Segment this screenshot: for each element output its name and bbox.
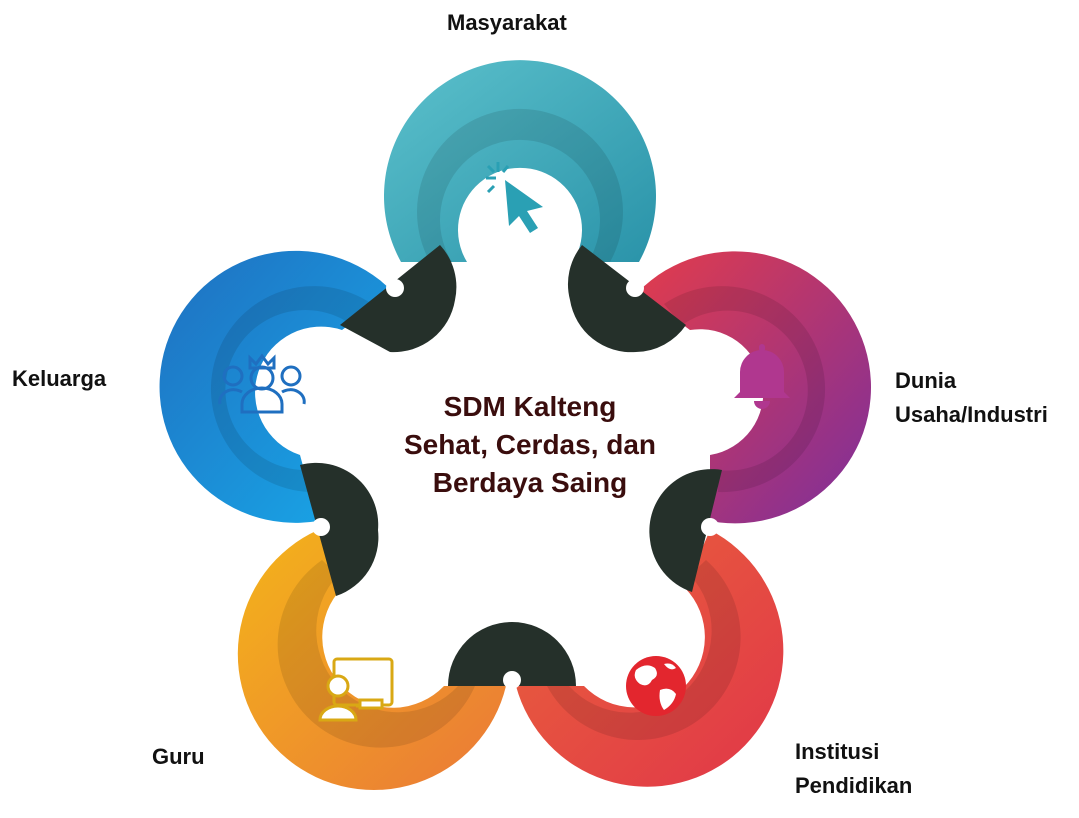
group-people-icon <box>218 353 306 414</box>
petal-dunia-usaha <box>638 251 872 524</box>
label-institusi-line2: Pendidikan <box>795 773 913 798</box>
petal-joints <box>300 245 722 686</box>
label-guru: Guru <box>152 744 205 769</box>
cursor-click-icon <box>486 162 543 233</box>
center-title-line1: SDM Kalteng <box>443 391 617 422</box>
label-dunia-line2: Usaha/Industri <box>895 402 1048 427</box>
petal-masyarakat <box>383 60 657 262</box>
petal-institusi-pendidikan <box>516 530 784 787</box>
globe-icon <box>626 656 686 716</box>
label-dunia-line1: Dunia <box>895 368 957 393</box>
label-masyarakat: Masyarakat <box>447 10 567 35</box>
label-institusi-line1: Institusi <box>795 739 880 764</box>
joint-notches <box>312 279 719 689</box>
presenter-board-icon <box>318 657 394 722</box>
label-dunia-usaha: Dunia Usaha/Industri <box>895 364 1048 432</box>
center-title-line2: Sehat, Cerdas, dan <box>403 429 657 460</box>
center-title-line3: Berdaya Saing <box>432 467 628 498</box>
bell-icon <box>734 344 790 409</box>
petal-guru <box>237 530 506 791</box>
petal-keluarga <box>159 250 393 523</box>
label-institusi-pendidikan: Institusi Pendidikan <box>795 735 912 803</box>
center-title: SDM Kalteng Sehat, Cerdas, dan Berdaya S… <box>320 388 740 502</box>
label-keluarga: Keluarga <box>12 366 107 391</box>
